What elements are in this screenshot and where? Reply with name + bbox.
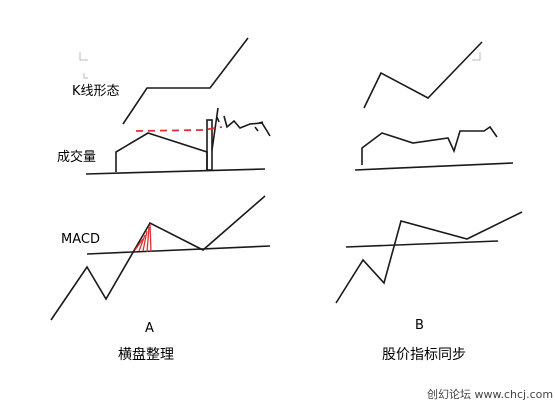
doc-mark xyxy=(79,52,88,61)
panel-b-volume-line xyxy=(361,125,498,165)
panel-b-macd-line xyxy=(335,211,523,304)
macd-label: MACD xyxy=(61,232,100,247)
panel-a-volume-tail xyxy=(211,107,219,151)
panel-b-kline xyxy=(363,41,483,109)
panel-a-macd-line xyxy=(50,195,266,321)
panel-a-volume-wave xyxy=(223,115,271,137)
panel-a-caption: 横盘整理 xyxy=(118,347,174,363)
panel-a-letter: A xyxy=(145,321,154,336)
panel-b-caption: 股价指标同步 xyxy=(382,347,466,363)
panel-b-macd-zero-line xyxy=(345,240,499,248)
panel-a-macd-zero-line xyxy=(86,245,271,255)
watermark: 创幻论坛 www.chcj.com xyxy=(427,388,554,401)
volume-label: 成交量 xyxy=(57,150,97,165)
doc-mark xyxy=(83,73,88,79)
panel-b-letter: B xyxy=(415,318,424,333)
doc-mark xyxy=(472,52,481,61)
panel-a-kline xyxy=(122,37,249,125)
panel-a-volume-tick xyxy=(216,116,220,123)
panel-a-volume-line xyxy=(115,132,208,172)
panel-a-volume-tick xyxy=(254,126,259,132)
panel-a-volume-tick xyxy=(258,121,264,124)
kline-label: K线形态 xyxy=(72,84,120,99)
panel-b-volume-baseline xyxy=(354,162,514,171)
panel-a-volume-baseline xyxy=(85,168,266,175)
panel-a-macd-hatch xyxy=(134,223,152,253)
panel-a-volume-spike xyxy=(206,119,213,171)
panel-a-volume-dashed-line xyxy=(135,126,223,132)
